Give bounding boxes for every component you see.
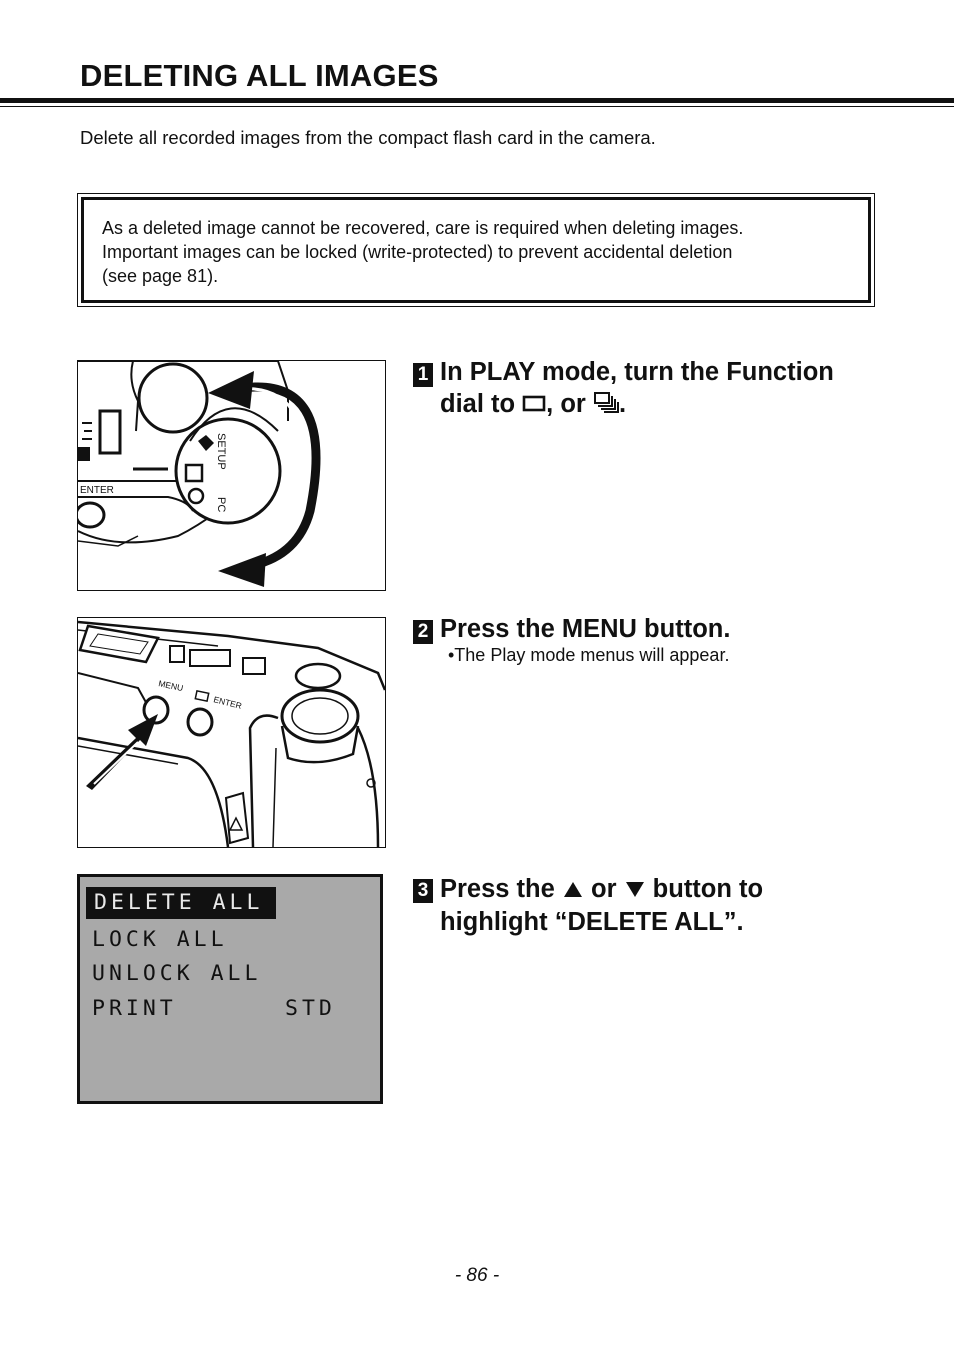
step-3-heading-line1: Press the or button to — [440, 873, 763, 906]
rotate-arrow-head-bottom — [218, 553, 266, 587]
up-triangle-icon — [562, 874, 584, 906]
step-1-number: 1 — [413, 363, 433, 387]
pc-label: PC — [215, 497, 227, 512]
multi-frame-icon — [593, 389, 619, 421]
lcd-menu-item-lock-all[interactable]: LOCK ALL — [92, 927, 228, 952]
lcd-menu-print-value: STD — [285, 996, 336, 1021]
note-line: Important images can be locked (write-pr… — [102, 242, 733, 262]
function-dial-figure: ENTER SETUP PC — [77, 360, 386, 591]
down-triangle-icon — [624, 874, 646, 906]
step-3-heading-line2: highlight “DELETE ALL”. — [440, 908, 744, 936]
page-title: DELETING ALL IMAGES — [80, 58, 439, 93]
press-arrow — [86, 714, 158, 790]
rotate-arrow-head-top — [208, 371, 254, 409]
single-frame-icon — [522, 389, 546, 421]
lcd-menu-item-delete-all[interactable]: DELETE ALL — [86, 887, 276, 919]
step-1-heading-text: dial to — [440, 390, 523, 418]
step-3-heading-text: or — [583, 875, 624, 903]
step-1-heading-text: , or — [546, 390, 593, 418]
step-2-subtext: •The Play mode menus will appear. — [448, 645, 730, 665]
intro-text: Delete all recorded images from the comp… — [80, 127, 656, 148]
page-number: - 86 - — [454, 1265, 500, 1286]
step-3-number: 3 — [413, 879, 433, 903]
step-1-heading-line1: In PLAY mode, turn the Function — [440, 358, 834, 386]
warning-note-inner: As a deleted image cannot be recovered, … — [81, 197, 871, 303]
enter-label: ENTER — [80, 485, 114, 496]
step-3-heading-text: Press the — [440, 875, 562, 903]
step-1-heading-line2: dial to , or . — [440, 388, 834, 421]
lcd-menu-item-unlock-all[interactable]: UNLOCK ALL — [92, 961, 262, 986]
menu-button-illustration: MENU ENTER — [78, 620, 385, 847]
enter-button-label: ENTER — [213, 694, 243, 711]
step-2-number: 2 — [413, 620, 433, 644]
menu-label: MENU — [158, 678, 185, 693]
step-1-heading: In PLAY mode, turn the Function dial to … — [440, 356, 834, 421]
step-3-heading-text: button to — [645, 875, 764, 903]
warning-note-box: As a deleted image cannot be recovered, … — [77, 193, 875, 307]
title-rule-thin — [0, 106, 954, 107]
title-rule-thick — [0, 98, 954, 103]
lcd-menu-screen: DELETE ALL LOCK ALL UNLOCK ALL PRINT STD — [77, 874, 383, 1104]
step-3-heading: Press the or button to highlight “DELETE… — [440, 873, 763, 938]
note-line: (see page 81). — [102, 266, 219, 286]
function-dial-illustration: ENTER SETUP PC — [78, 361, 321, 587]
setup-label: SETUP — [215, 433, 227, 470]
note-line: As a deleted image cannot be recovered, … — [102, 218, 744, 238]
menu-button-figure: MENU ENTER — [77, 617, 386, 848]
step-1-heading-text: . — [618, 390, 627, 418]
lcd-menu-item-print[interactable]: PRINT — [92, 996, 177, 1021]
step-2-heading: Press the MENU button. — [440, 615, 731, 643]
